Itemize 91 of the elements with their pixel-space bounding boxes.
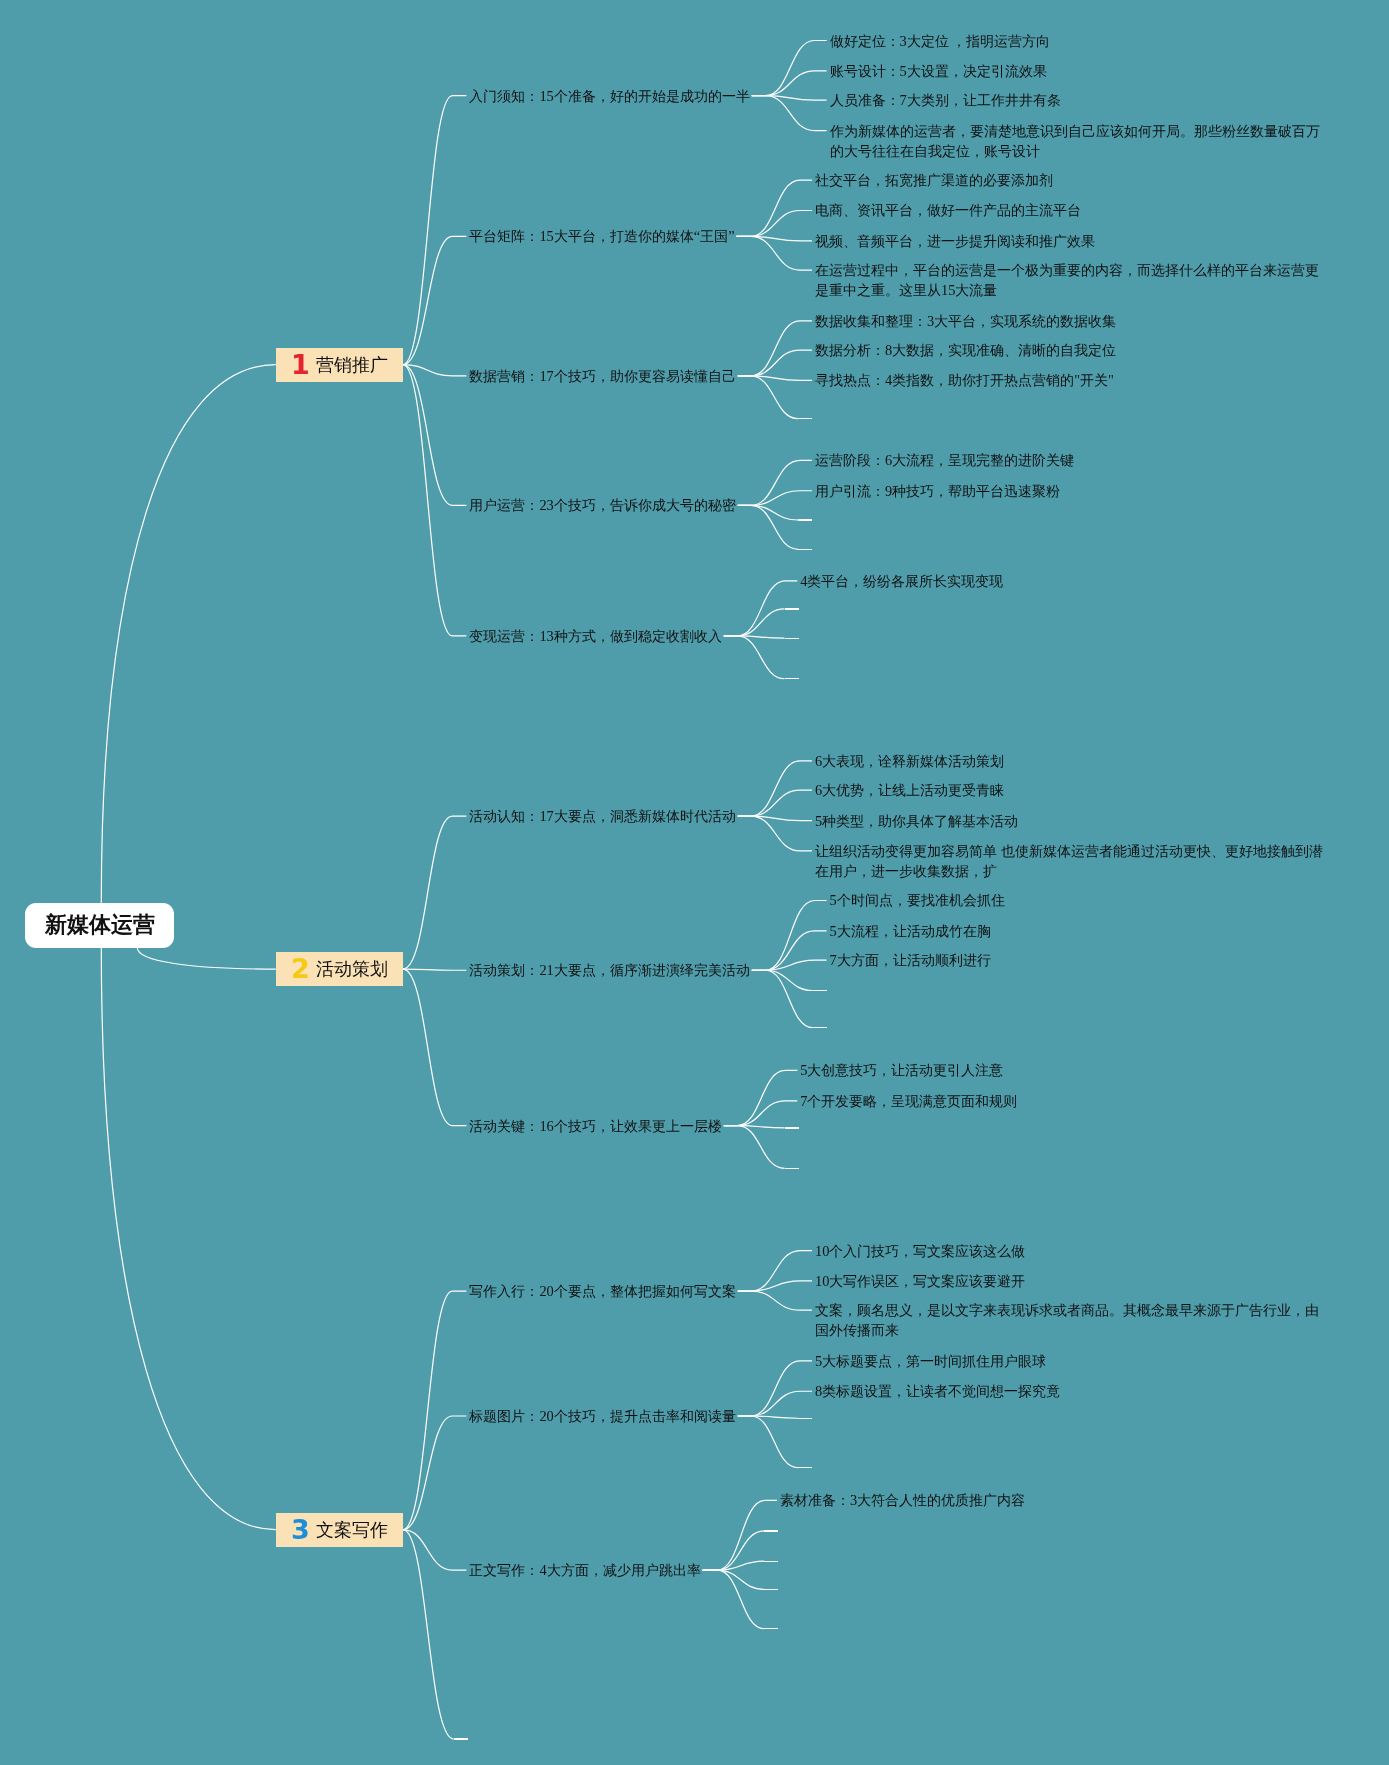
branch-line [402,968,467,1127]
empty-topic-line [798,1417,813,1419]
item-text: 5大标题要点，第一时间抓住用户眼球 [814,1350,1047,1371]
subtopic-text: 活动认知：17大要点，洞悉新媒体时代活动 [469,806,736,827]
branch-line [723,635,786,680]
item-text: 用户引流：9种技巧，帮助平台迅速聚粉 [814,480,1061,501]
empty-topic-line [784,1167,799,1170]
branch-line [735,235,813,271]
item-text: 做好定位：3大定位 ，指明运营方向 [829,30,1051,51]
item-text: 数据分析：8大数据，实现准确、清晰的自我定位 [814,340,1117,361]
item-text: 5个时间点，要找准机会抓住 [829,890,1005,911]
item-text: 5种类型，助你具体了解基本活动 [814,810,1019,831]
subtopic-text: 活动关键：16个技巧，让效果更上一层楼 [469,1115,722,1136]
branch-line [723,1125,786,1169]
topic-number: 1 [290,354,310,375]
item-text: 5大创意技巧，让活动更引人注意 [800,1060,1004,1081]
subtopic-text: 标题图片：20个技巧，提升点击率和阅读量 [469,1406,736,1426]
empty-topic-line [453,1738,468,1740]
subtopic-text: 活动策划：21大要点，循序渐进演绎完美活动 [469,960,750,981]
subtopic-text: 变现运营：13种方式，做到稳定收割收入 [469,625,722,646]
topic-box [275,347,403,382]
empty-topic-line [764,1560,779,1562]
branch-line [737,504,799,550]
branch-line [402,1415,467,1531]
item-text: 10大写作误区，写文案应该要避开 [814,1270,1026,1291]
branch-line [136,947,277,970]
root-topic-box: 新媒体运营 [24,902,175,948]
item-text: 数据收集和整理：3大平台，实现系统的数据收集 [814,310,1117,331]
topic-label: 活动策划 [315,959,388,980]
branch-line [737,1290,813,1311]
subtopic-text: 用户运营：23个技巧，告诉你成大号的秘密 [469,495,736,516]
item-text: 社交平台，拓宽推广渠道的必要添加剂 [814,170,1053,191]
branch-line [402,968,467,971]
branch-line [100,364,277,904]
topic-number: 3 [290,1519,310,1540]
item-text: 人员准备：7大类别，让工作井井有条 [829,90,1061,111]
subtopic-text: 数据营销：17个技巧，助你更容易读懂自己 [469,365,736,386]
subtopic-text: 正文写作：4大方面，减少用户跳出率 [469,1560,701,1581]
empty-topic-line [798,548,813,550]
item-text: 视频、音频平台，进一步提升阅读和推广效果 [814,230,1095,251]
topic-box [275,1512,403,1547]
empty-topic-line [812,989,827,992]
branch-line [100,947,277,1531]
branch-line [402,235,467,366]
branch-line [737,1415,799,1469]
empty-topic-line [798,418,813,420]
branch-line [737,375,799,420]
item-text: 运营阶段：6大流程，呈现完整的进阶关键 [814,450,1075,471]
empty-topic-line [764,1628,779,1630]
subtopic-text: 写作入行：20个要点，整体把握如何写文案 [469,1281,736,1302]
item-text: 让组织活动变得更加容易简单 也使新媒体运营者能通过活动更快、更好地接触到潜在用户，进一步收集数据，扩 [814,840,1329,881]
empty-topic-line [784,1127,799,1129]
topic-label: 文案写作 [315,1519,388,1540]
branch-line [751,95,828,132]
branch-line [402,364,467,637]
topic-box [275,952,403,986]
item-text: 6大表现，诠释新媒体活动策划 [814,750,1005,771]
subtopic-text: 入门须知：15个准备，好的开始是成功的一半 [469,85,750,106]
empty-topic-line [784,678,799,680]
item-text: 寻找热点：4类指数，助你打开热点营销的"开关" [814,370,1114,391]
item-text: 作为新媒体的运营者，要清楚地意识到自己应该如何开局。那些粉丝数量破百万的大号往往在自我定位，账号设计 [829,120,1329,161]
empty-topic-line [798,519,813,521]
item-text: 7个开发要略，呈现满意页面和规则 [800,1090,1018,1111]
item-text: 4类平台，纷纷各展所长实现变现 [800,570,1004,591]
item-text: 7大方面，让活动顺利进行 [829,950,991,971]
empty-topic-line [784,608,799,610]
empty-topic-line [798,1467,813,1469]
branch-line [402,1529,467,1571]
empty-topic-line [764,1530,779,1532]
item-text: 文案，顾名思义，是以文字来表现诉求或者商品。其概念最早来源于广告行业，由国外传播而来 [814,1300,1329,1341]
topic-number: 2 [290,959,310,980]
topic-label: 营销推广 [315,354,388,375]
item-text: 账号设计：5大设置，决定引流效果 [829,60,1047,81]
branch-line [751,969,814,1029]
branch-line [402,95,467,366]
empty-topic-line [812,1026,827,1029]
item-text: 10个入门技巧，写文案应该这么做 [814,1240,1026,1261]
item-text: 8类标题设置，让读者不觉间想一探究竟 [814,1381,1061,1402]
branch-line [402,1529,455,1740]
empty-topic-line [784,637,799,639]
item-text: 5大流程，让活动成竹在胸 [829,920,991,941]
branch-line [702,1569,765,1630]
item-text: 素材准备：3大符合人性的优质推广内容 [780,1490,1026,1511]
branch-line [402,364,467,377]
empty-topic-line [764,1588,779,1591]
branch-line [737,815,813,852]
subtopic-text: 平台矩阵：15大平台，打造你的媒体“王国” [469,226,735,247]
item-text: 6大优势，让线上活动更受青睐 [814,780,1005,801]
item-text: 在运营过程中，平台的运营是一个极为重要的内容，而选择什么样的平台来运营更是重中之重。这里从15大流量 [814,260,1329,301]
branch-line [402,364,467,506]
item-text: 电商、资讯平台，做好一件产品的主流平台 [814,200,1081,221]
